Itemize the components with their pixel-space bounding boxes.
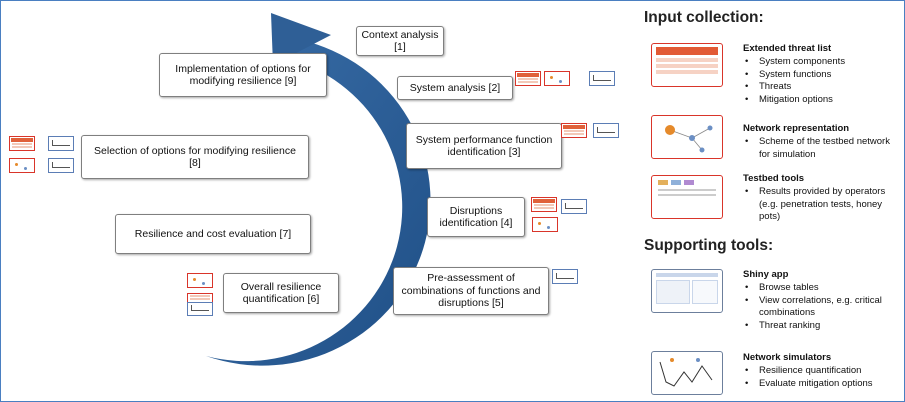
step-1-line2: [1]: [394, 41, 406, 53]
shiny-app-image: [651, 269, 723, 313]
network-simulator-image: [651, 351, 723, 395]
testbed-tools-items: Results provided by operators (e.g. pene…: [743, 186, 899, 224]
list-item: Evaluate mitigation options: [743, 378, 903, 391]
step-3-line2: identification [3]: [447, 146, 521, 158]
network-simulators-items: Resilience quantification Evaluate mitig…: [743, 365, 903, 390]
shiny-app-thumbnail: [552, 269, 578, 284]
simulator-thumbnail: [561, 199, 587, 214]
network-representation-items: Scheme of the testbed network for simula…: [743, 136, 893, 161]
threat-list-thumbnail: [515, 71, 541, 86]
step-4-line1: Disruptions: [449, 204, 503, 217]
simulator-thumbnail: [187, 302, 213, 316]
step-5-line2: combinations of functions and: [401, 284, 541, 297]
step-system-analysis: System analysis [2]: [397, 76, 513, 100]
threat-list-image: [651, 43, 723, 87]
shiny-app-thumbnail: [48, 136, 74, 151]
network-thumbnail: [532, 217, 558, 232]
threat-list-thumbnail: [531, 197, 557, 212]
step-5-line3: disruptions [5]: [438, 297, 504, 310]
step-9-line1: Implementation of options for: [175, 62, 311, 75]
list-item: Mitigation options: [743, 94, 893, 107]
threat-list-thumbnail: [561, 123, 587, 138]
step-selection-options: Selection of options for modifying resil…: [81, 135, 309, 179]
step-resilience-cost: Resilience and cost evaluation [7]: [115, 214, 311, 254]
list-item: Browse tables: [743, 282, 903, 295]
step-5-line1: Pre-assessment of: [427, 272, 515, 285]
step-8-line2: [8]: [189, 157, 201, 169]
cycle-arrow: [206, 13, 431, 366]
simulator-thumbnail: [593, 123, 619, 138]
threat-list-thumbnail: [9, 136, 35, 151]
simulator-plot-icon: [659, 358, 713, 387]
network-thumbnail: [544, 71, 570, 86]
list-item: Resilience quantification: [743, 365, 903, 378]
list-item: Threats: [743, 81, 893, 94]
list-item: System components: [743, 56, 893, 69]
shiny-app-items: Browse tables View correlations, e.g. cr…: [743, 282, 903, 332]
testbed-tools-title: Testbed tools: [743, 173, 805, 184]
step-4-line2: identification [4]: [439, 217, 513, 229]
network-simulators-title: Network simulators: [743, 352, 832, 363]
list-item: System functions: [743, 69, 893, 82]
network-diagram-icon: [665, 125, 713, 153]
network-thumbnail: [9, 158, 35, 173]
list-item: View correlations, e.g. critical combina…: [743, 295, 903, 320]
list-item: Scheme of the testbed network for simula…: [743, 136, 893, 161]
list-item: Threat ranking: [743, 320, 903, 333]
step-3-line1: System performance function: [415, 133, 553, 146]
supporting-tools-heading: Supporting tools:: [644, 237, 774, 254]
simulator-thumbnail: [589, 71, 615, 86]
cycle-arrow-head: [271, 13, 331, 65]
step-8-line1: Selection of options for modifying resil…: [94, 144, 296, 157]
network-representation-image: [651, 115, 723, 159]
step-6-line2: quantification [6]: [242, 293, 320, 305]
extended-threat-list-items: System components System functions Threa…: [743, 56, 893, 106]
step-7-line1: Resilience and cost evaluation [7]: [134, 227, 292, 240]
extended-threat-list-title: Extended threat list: [743, 43, 832, 54]
step-2-line1: System analysis [2]: [409, 81, 501, 94]
step-context-analysis: Context analysis[1]: [356, 26, 444, 56]
shiny-app-title: Shiny app: [743, 269, 789, 280]
simulator-thumbnail: [48, 158, 74, 173]
network-representation-title: Network representation: [743, 123, 850, 134]
network-thumbnail: [187, 273, 213, 288]
testbed-tools-image: [651, 175, 723, 219]
input-collection-heading: Input collection:: [644, 9, 764, 26]
step-9-line2: modifying resilience [9]: [189, 75, 297, 87]
step-1-line1: Context analysis: [361, 28, 439, 41]
step-6-line1: Overall resilience: [240, 280, 322, 293]
list-item: Results provided by operators (e.g. pene…: [743, 186, 899, 224]
